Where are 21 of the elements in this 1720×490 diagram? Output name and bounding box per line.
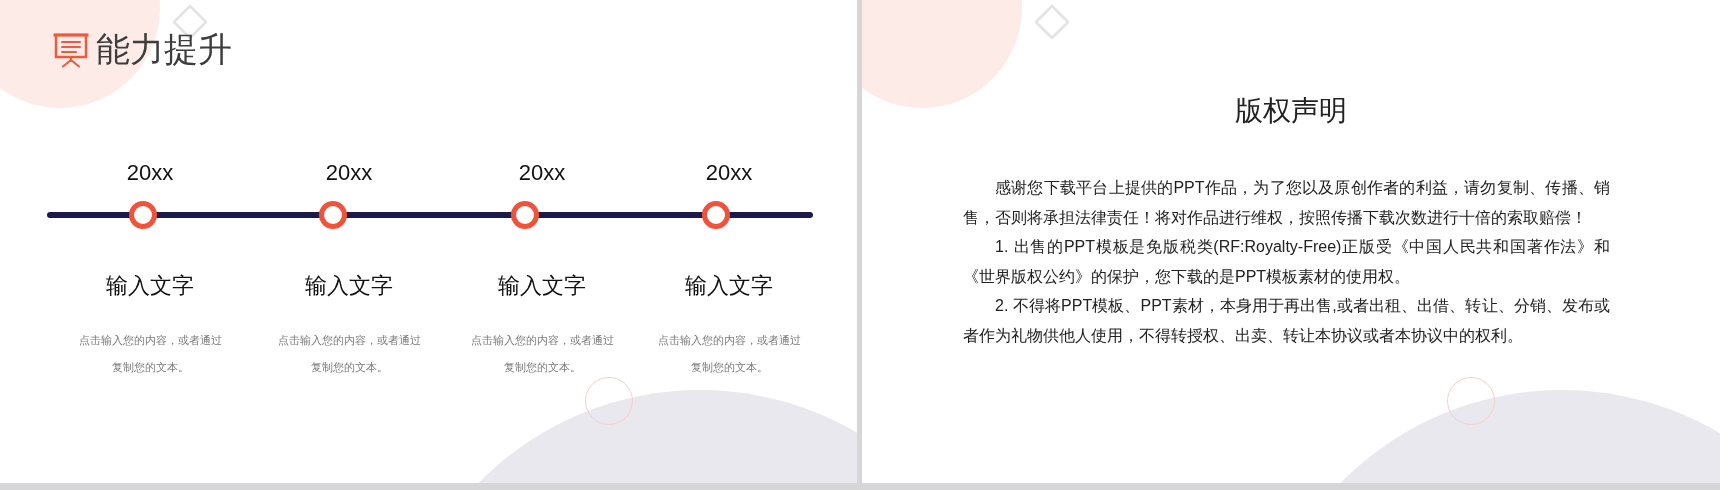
year-label: 20xx	[517, 160, 567, 186]
section-title: 版权声明	[1235, 94, 1347, 128]
item-title: 输入文字	[304, 273, 394, 299]
item-title: 输入文字	[497, 273, 587, 299]
year-label: 20xx	[704, 160, 754, 186]
item-description: 点击输入您的内容，或者通过复制您的文本。	[78, 333, 222, 375]
copyright-paragraph: 1. 出售的PPT模板是免版税类(RF:Royalty-Free)正版受《中国人民共和国著作法》和《世界版权公约》的保护，您下载的是PPT模板素材的使用权。	[963, 237, 1610, 287]
timeline-marker	[511, 201, 539, 229]
timeline-marker	[319, 201, 347, 229]
item-description: 点击输入您的内容，或者通过复制您的文本。	[657, 333, 801, 375]
slide-title: 能力提升	[96, 30, 232, 68]
item-title: 输入文字	[105, 273, 195, 299]
timeline-marker	[702, 201, 730, 229]
copyright-paragraph: 感谢您下载平台上提供的PPT作品，为了您以及原创作者的利益，请勿复制、传播、销售，否则将承担法律责任！将对作品进行维权，按照传播下载次数进行十倍的索取赔偿！	[963, 178, 1610, 228]
item-description: 点击输入您的内容，或者通过复制您的文本。	[277, 333, 421, 375]
item-title: 输入文字	[684, 273, 774, 299]
timeline-marker	[129, 201, 157, 229]
year-label: 20xx	[324, 160, 374, 186]
year-label: 20xx	[125, 160, 175, 186]
copyright-paragraph: 2. 不得将PPT模板、PPT素材，本身用于再出售,或者出租、出借、转让、分销、发布或者作为礼物供他人使用，不得转授权、出卖、转让本协议或者本协议中的权利。	[963, 296, 1610, 346]
item-description: 点击输入您的内容，或者通过复制您的文本。	[470, 333, 614, 375]
